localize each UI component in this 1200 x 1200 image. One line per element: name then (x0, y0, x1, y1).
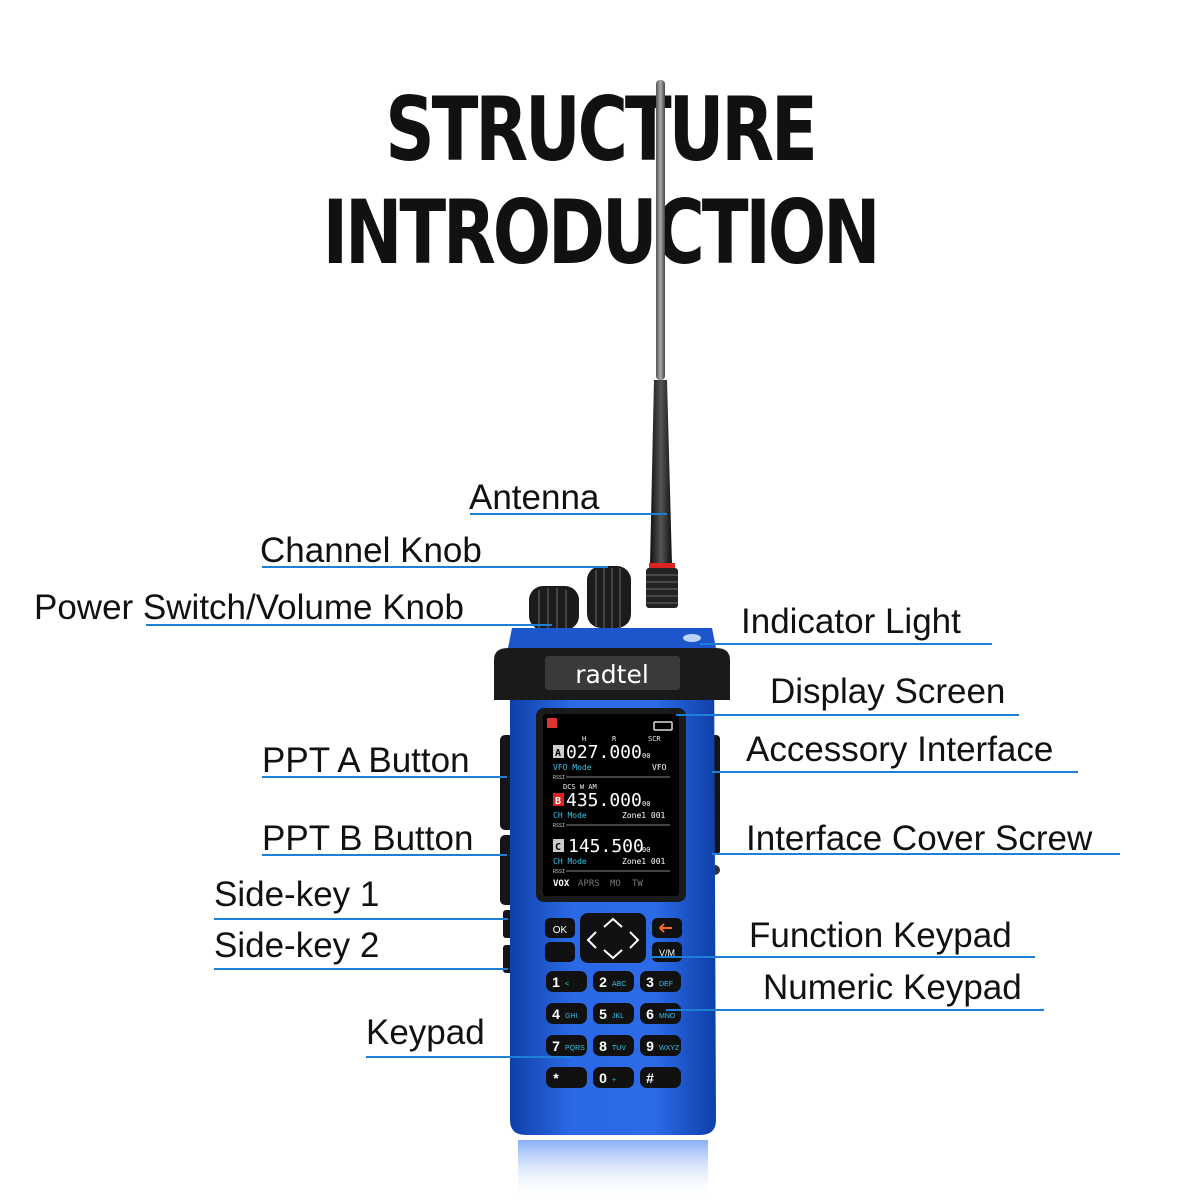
svg-text:RSSI: RSSI (553, 869, 565, 875)
side-key-2-label: Side-key 2 (214, 926, 380, 965)
function-keypad[interactable]: OK V/M (545, 913, 682, 963)
svg-text:A: A (555, 748, 561, 759)
key-digit: 9 (646, 1038, 654, 1054)
key-letters: WXYZ (659, 1045, 680, 1052)
svg-text:VFO: VFO (652, 763, 667, 772)
svg-text:SCR: SCR (648, 735, 661, 743)
key-star[interactable]: * (546, 1067, 587, 1088)
key-letters: GHI (565, 1013, 578, 1020)
key-digit: # (646, 1070, 654, 1086)
svg-text:Zone1 001: Zone1 001 (622, 857, 666, 866)
key-letters: + (612, 1077, 616, 1084)
svg-text:027.000: 027.000 (566, 742, 642, 763)
key-digit: 1 (552, 974, 560, 990)
channel-knob-label: Channel Knob (260, 531, 482, 570)
numeric-keypad-label: Numeric Keypad (763, 968, 1022, 1007)
key-7[interactable]: 7 PQRS (546, 1035, 587, 1056)
key-5[interactable]: 5 JKL (593, 1003, 634, 1024)
indicator-light-label: Indicator Light (741, 602, 961, 641)
key-letters: ABC (612, 981, 626, 988)
power-volume-knob-label: Power Switch/Volume Knob (34, 588, 464, 627)
display-screen: H R SCR A 027.000 00 VFO Mode VFO RSSI D… (543, 714, 679, 896)
key-digit: 3 (646, 974, 654, 990)
svg-text:RSSI: RSSI (553, 823, 565, 829)
svg-text:VOX: VOX (553, 879, 570, 889)
key-9[interactable]: 9 WXYZ (640, 1035, 681, 1056)
svg-text:MO: MO (610, 879, 621, 889)
key-letters: PQRS (565, 1045, 585, 1052)
key-letters: TUV (612, 1045, 626, 1052)
svg-text:00: 00 (642, 800, 650, 808)
svg-text:VFO Mode: VFO Mode (553, 763, 592, 772)
side-key-1-label: Side-key 1 (214, 875, 380, 914)
key-letters: < (565, 981, 569, 988)
key-letters: JKL (612, 1013, 624, 1020)
key-8[interactable]: 8 TUV (593, 1035, 634, 1056)
key-4[interactable]: 4 GHI (546, 1003, 587, 1024)
svg-text:TW: TW (632, 879, 643, 889)
key-letters: MNO (659, 1013, 676, 1020)
svg-text:B: B (555, 796, 561, 807)
svg-text:C: C (555, 842, 561, 853)
antenna (646, 80, 678, 608)
key-digit: 2 (599, 974, 607, 990)
key-digit: 5 (599, 1006, 607, 1022)
ppt-a-button-label: PPT A Button (262, 741, 470, 780)
svg-text:H: H (582, 735, 586, 743)
svg-text:00: 00 (642, 752, 650, 760)
antenna-label: Antenna (469, 478, 600, 517)
svg-text:Zone1 001: Zone1 001 (622, 811, 666, 820)
svg-text:CH Mode: CH Mode (553, 857, 587, 866)
svg-text:RSSI: RSSI (553, 775, 565, 781)
key-letters: DEF (659, 981, 673, 988)
key-digit: 0 (599, 1070, 607, 1086)
key-hash[interactable]: # (640, 1067, 681, 1088)
key-digit: 4 (552, 1006, 560, 1022)
key-3[interactable]: 3 DEF (640, 971, 681, 992)
keypad-label: Keypad (366, 1013, 485, 1052)
svg-text:435.000: 435.000 (566, 790, 642, 811)
key-digit: 6 (646, 1006, 654, 1022)
power-volume-knob[interactable] (529, 586, 579, 630)
brand-logo: radtel (575, 660, 649, 689)
svg-text:V/M: V/M (659, 948, 675, 958)
indicator-light (683, 634, 701, 642)
key-0[interactable]: 0+ (593, 1067, 634, 1088)
key-6[interactable]: 6 MNO (640, 1003, 681, 1024)
key-digit: * (553, 1070, 559, 1086)
key-digit: 7 (552, 1038, 560, 1054)
key-digit: 8 (599, 1038, 607, 1054)
accessory-interface-label: Accessory Interface (746, 730, 1054, 769)
svg-text:DCS W AM: DCS W AM (563, 783, 597, 791)
svg-text:145.500: 145.500 (568, 836, 644, 857)
ppt-b-button-label: PPT B Button (262, 819, 474, 858)
interface-cover-screw-label: Interface Cover Screw (746, 819, 1093, 858)
svg-text:OK: OK (553, 925, 568, 936)
display-screen-label: Display Screen (770, 672, 1006, 711)
svg-text:00: 00 (642, 846, 650, 854)
key-2[interactable]: 2 ABC (593, 971, 634, 992)
svg-text:APRS: APRS (578, 879, 600, 889)
page-title: STRUCTURE INTRODUCTION (322, 78, 881, 284)
function-keypad-label: Function Keypad (749, 916, 1012, 955)
svg-text:CH Mode: CH Mode (553, 811, 587, 820)
key-1[interactable]: 1< (546, 971, 587, 992)
channel-knob[interactable] (587, 566, 631, 628)
svg-text:R: R (612, 735, 617, 743)
